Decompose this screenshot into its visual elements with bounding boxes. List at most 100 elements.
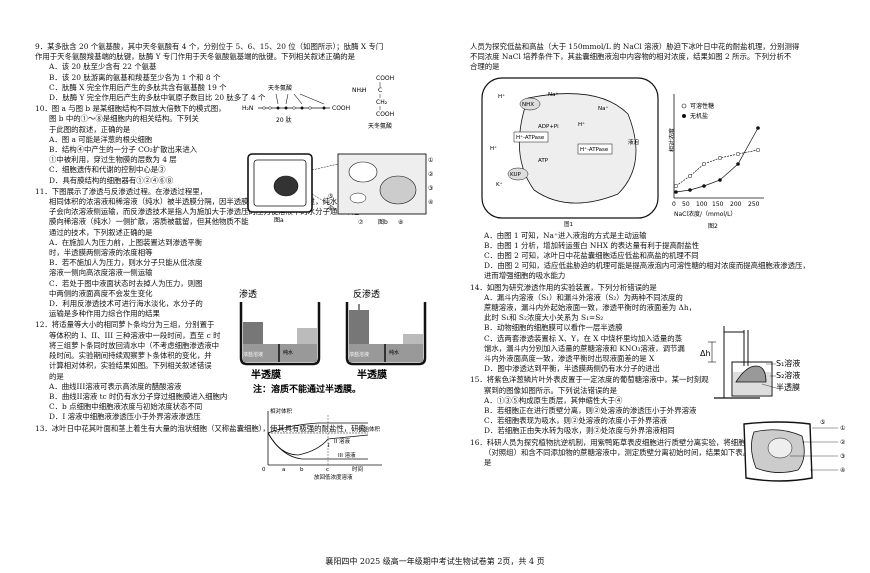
q14-option-c1: C．选两套渗透装置标 X、Y，在 X 中烧杯里均加入适量的蒸 — [484, 333, 683, 343]
question-16: 16．科研人员为探究植物抗逆机制，用紫鸭跖草表皮细胞进行质壁分离实验，将细胞分别… — [470, 438, 845, 469]
q12-fig-curve-III: III 溶液 — [338, 451, 356, 459]
q14-option-a2: 蔗糖溶液，漏斗内外起始液面一致，渗透平衡时的液面差为 Δh， — [484, 303, 696, 313]
q13-fig1-atp: ATP — [538, 158, 549, 164]
q9-fig-nh2: NH₂ — [352, 87, 364, 94]
q12-fig-a: a — [282, 467, 285, 473]
q14-option-b: B．动物细胞的细胞膜可以看作一层半透膜 — [484, 323, 623, 333]
q15-stem-1: 15．将紫色洋葱鳞片叶外表皮置于一定浓度的葡萄糖溶液中，某一时刻观 — [470, 375, 709, 385]
q13-option-d2: 进而增强细胞的吸水能力 — [484, 271, 566, 281]
q9-stem-2: 作用于天冬氨酸羧基端的肽键，肽酶 Y 专门作用于天冬氨酸氨基端的肽键。下列相关叙… — [35, 52, 355, 62]
q12-stem-2: 等体积的 I、II、III 三种溶液中一段时间，直至 c 时 — [49, 330, 221, 340]
q12-fig-back: 放回低浓度溶液 — [314, 473, 353, 481]
q14-fig-membrane: 半透膜 — [776, 382, 800, 392]
q9-fig-cooh: COOH — [376, 75, 394, 82]
q10-stem-2: 图 b 中的①～⑧是细胞内的相关结构。下列关 — [49, 114, 199, 124]
q13-fig1-kup: KUP — [510, 172, 521, 178]
q12-fig-initial: 初始体积 — [358, 425, 381, 433]
question-9: 9．某多肽含 20 个氨基酸，其中天冬氨酸有 4 个，分别位于 5、6、15、2… — [35, 42, 450, 103]
q15-fig-num-3: ③ — [840, 453, 845, 460]
q12-fig-ylabel: 相对体积 — [270, 407, 293, 415]
q11-option-d1: D．利用反渗透技术可进行海水淡化，水分子的 — [49, 299, 203, 309]
q13-fig2-tick-150: 150 — [712, 201, 724, 208]
q15-fig-num-2: ② — [840, 439, 846, 446]
q10-fig-a-label: 图a — [274, 217, 284, 224]
q9-fig-c: C — [378, 87, 382, 94]
question-11: 11．下图展示了渗透与反渗透过程。在渗透过程里， 相同体积的浓溶液和稀溶液（纯水… — [35, 187, 450, 320]
q10-fig-num-4: ④ — [428, 199, 433, 206]
q10-fig-num-7: ⑦ — [358, 219, 364, 226]
q9-fig-bottom-label: 20 肽 — [276, 116, 292, 124]
q11-stem-3: 子会向浓溶液侧运输，而反渗透技术是指人为施加大于渗透压的压力使溶液中的水分子通过… — [49, 207, 360, 217]
q10-cell-figure: 图a ① ② ③ ④ ⑤ ⑥ ⑦ ⑧ 图b — [238, 150, 438, 228]
q14-option-c3: 斗内外液面高度一致，渗透平衡时出现液面差的是 X — [484, 354, 655, 364]
q11-option-d2: 运输是多种作用力综合作用的结果 — [49, 309, 160, 319]
q12-fig-curve-II: II 溶液 — [334, 437, 350, 445]
q10-option-b1: B．结构④中产生的一分子 CO₂扩散出来进入 — [49, 145, 198, 155]
q14-fig-dh: Δh — [700, 349, 711, 358]
q13-fig2-tick-50: 50 — [682, 201, 690, 208]
q13-fig1-h2: H⁺ — [578, 121, 585, 128]
q12-fig-origin: 0 — [262, 467, 266, 473]
q11-fig-right-water: 纯水 — [389, 349, 399, 356]
question-15: 15．将紫色洋葱鳞片叶外表皮置于一定浓度的葡萄糖溶液中，某一时刻观 察到的图像如… — [470, 375, 845, 436]
q11-option-b1: B．若不施加人为压力，则水分子只能从低浓度 — [49, 258, 203, 268]
q10-fig-num-6: ⑥ — [328, 205, 333, 212]
q15-fig-num-1: ① — [840, 425, 845, 432]
q13-fig1-h3: H⁺ — [490, 145, 497, 152]
q12-stem-4: 段时间。实验期间持续观察萝卜条体积的变化，并 — [49, 351, 212, 361]
q12-stem-3: 将三组萝卜条同时放回清水中（不考虑细胞渗透液中 — [49, 340, 219, 350]
q11-option-b2: 溶液一侧向高浓度溶液一侧运输 — [49, 268, 153, 278]
left-column: 9．某多肽含 20 个氨基酸，其中天冬氨酸有 4 个，分别位于 5、6、15、2… — [35, 42, 450, 435]
q13-fig2-tick-0: 0 — [672, 201, 676, 208]
q10-fig-num-3: ③ — [428, 185, 433, 192]
q10-option-a: A．图 a 可能是洋葱的根尖细胞 — [49, 134, 153, 144]
q14-option-a1: A．漏斗内溶液（S₁）和漏斗外溶液（S₂）为两种不同浓度的 — [484, 292, 683, 302]
q16-stem-2: （对照组）和含不同添加物的蔗糖溶液中，测定质壁分离初始时间，结果如下表。下列叙述… — [484, 447, 802, 457]
q13-fig2-ylabel: 相对浓度 — [668, 128, 676, 152]
q13-fig1-atpase2: H⁺-ATPase — [580, 146, 609, 153]
q16-stem-3: 是 — [484, 458, 492, 468]
q12-fig-c: c — [326, 467, 329, 473]
q15-fig-num-5: ⑤ — [820, 419, 825, 426]
q13-fig1-na1: Na⁺ — [548, 91, 558, 98]
q10-fig-num-5: ⑤ — [328, 193, 333, 200]
q13-figure-2: 相对浓度 可溶性糖 无机盐 0 50 100 150 200 250 NaCl浓 — [658, 88, 770, 233]
q10-stem-3: 于此图的叙述，正确的是 — [49, 124, 131, 134]
q11-fig-right-salt: 浓盐溶液 — [349, 351, 369, 358]
q12-volume-graph: 相对体积 初始体积 I II 溶液 III 溶液 0 a b c 时间 放回低浓… — [258, 405, 388, 485]
q9-option-b: B．该 20 肽游离的氨基和羧基至少各为 1 个和 8 个 — [49, 72, 221, 82]
q10-stem-1: 10．图 a 与图 b 是某细胞结构不同放大倍数下的模式图， — [35, 104, 226, 114]
q14-option-c2: 馏水，漏斗内分别加入适量的蔗糖溶液和 KNO₃溶液，调节漏 — [484, 343, 685, 353]
q12-option-c: C．b 点细胞中细胞液浓度与初始浓度状态不同 — [49, 402, 203, 412]
q12-stem-6: 的是 — [49, 371, 64, 381]
q16-stem-1: 16．科研人员为探究植物抗逆机制，用紫鸭跖草表皮细胞进行质壁分离实验，将细胞分别… — [470, 437, 805, 447]
q13-option-b: B．由图 1 分析，增加转运蛋白 NHX 的表达量有利于提高耐盐性 — [484, 240, 700, 250]
q12-fig-time: 时间 — [352, 465, 363, 473]
q15-cell-figure: ① ② ③ ④ ⑤ — [740, 418, 855, 488]
question-12: 12．将适量等大小的相同萝卜条均分为三组，分别置于 等体积的 I、II、III … — [35, 320, 450, 422]
q13-fig1-atpase1: H⁺-ATPase — [516, 134, 545, 141]
q14-stem: 14．如图为研究渗透作用的实验装置，下列分析错误的是 — [470, 282, 657, 292]
q15-option-a: A．①③⑤构成原生质层，其伸缩性大于④ — [484, 395, 623, 405]
q13-fig1-h1: H⁺ — [498, 93, 505, 100]
q9-fig-top-label: 天冬氨酸 — [268, 84, 292, 92]
q13-fig1-label: 图1 — [564, 220, 573, 228]
q11-stem-4: 膜向稀溶液（纯水）一侧扩散，溶质被截留，但其他物质不能 — [49, 217, 249, 227]
q13-fig2-legend-sugar: 可溶性糖 — [690, 102, 714, 110]
q9-stem-1: 9．某多肽含 20 个氨基酸，其中天冬氨酸有 4 个，分别位于 5、6、15、2… — [35, 42, 384, 51]
q13-fig2-tick-200: 200 — [730, 201, 742, 208]
q14-option-d: D．图中渗透达到平衡，半透膜两侧仍有水分子的进出 — [484, 364, 660, 374]
q9-fig-h: H — [362, 87, 367, 94]
q13-fig2-tick-100: 100 — [696, 201, 708, 208]
q13-fig2-label: 图2 — [708, 223, 718, 230]
question-14: 14．如图为研究渗透作用的实验装置，下列分析错误的是 A．漏斗内溶液（S₁）和漏… — [470, 283, 845, 375]
question-10: 10．图 a 与图 b 是某细胞结构不同放大倍数下的模式图， 图 b 中的①～⑧… — [35, 104, 450, 186]
q12-stem-1: 12．将适量等大小的相同萝卜条均分为三组，分别置于 — [35, 320, 215, 330]
q12-fig-b: b — [300, 467, 304, 473]
q11-option-c2: 中两侧的液面高度不会发生变化 — [49, 288, 153, 298]
q11-fig-left-water: 纯水 — [283, 349, 293, 356]
q10-fig-b-label: 图b — [378, 219, 388, 226]
q13-fig2-tick-250: 250 — [748, 201, 760, 208]
q13-fig1-na2: Na⁺ — [598, 105, 608, 112]
